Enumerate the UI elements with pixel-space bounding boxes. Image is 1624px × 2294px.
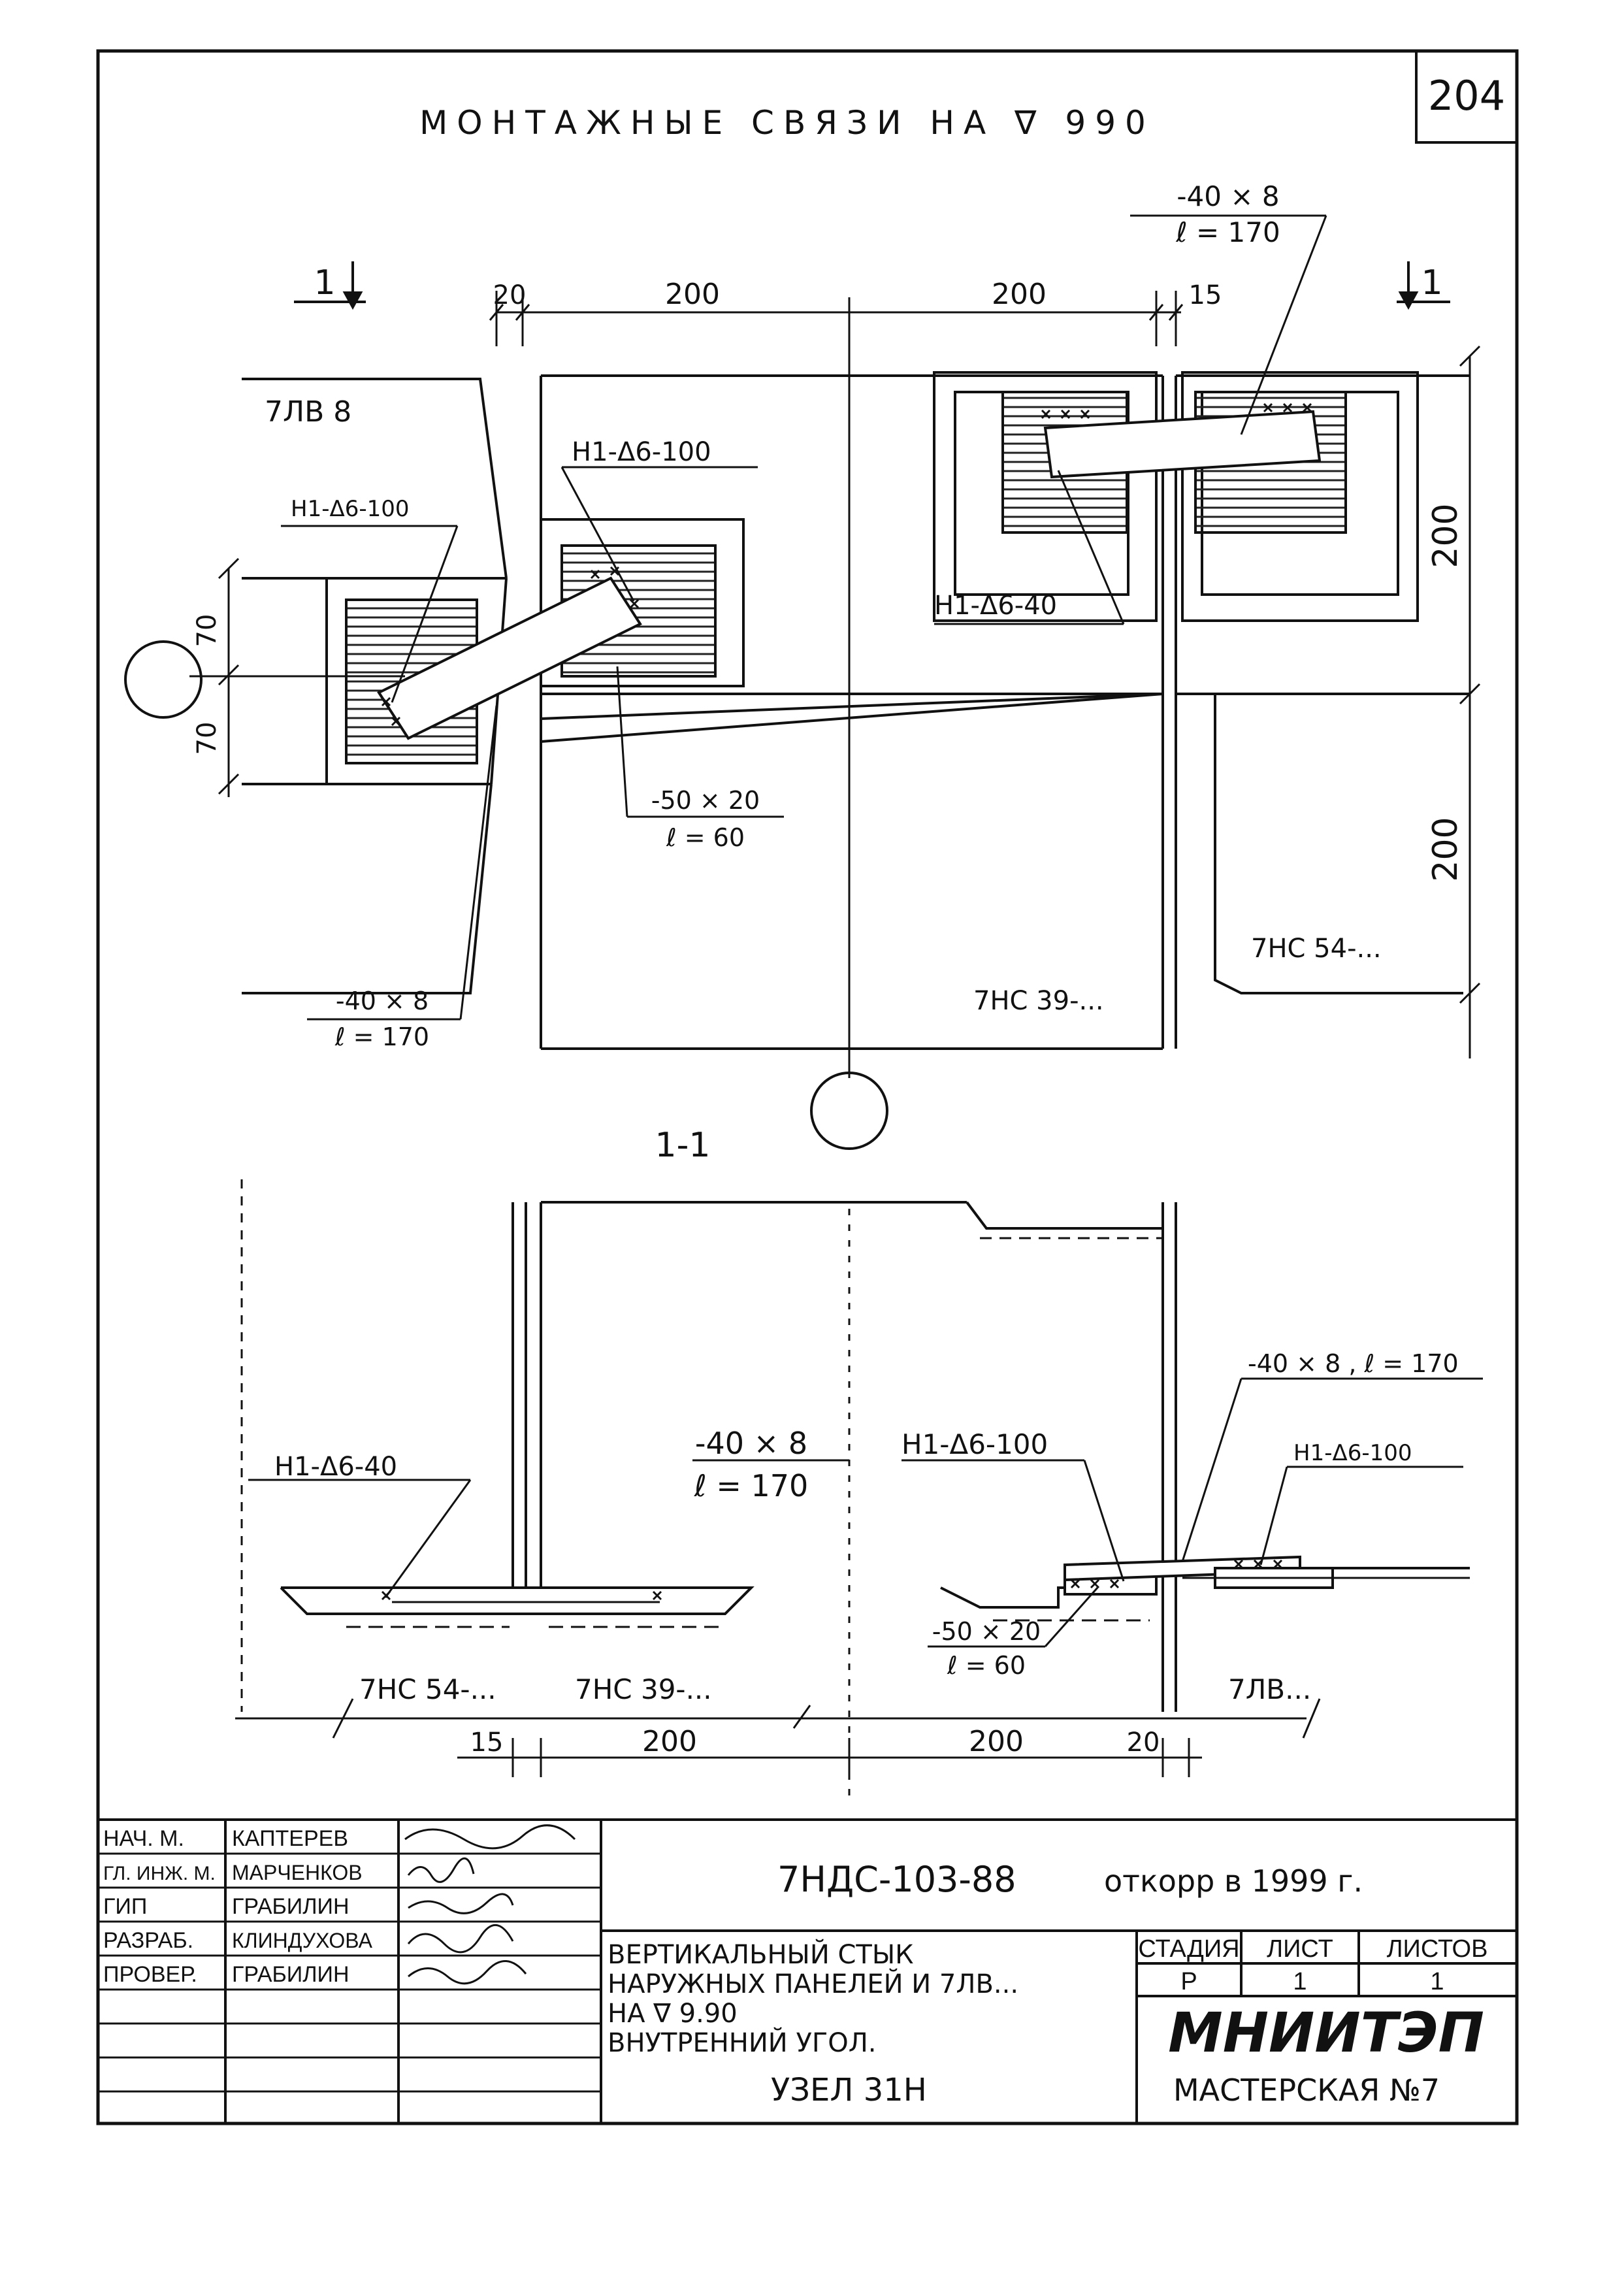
description-line-2: НАРУЖНЫХ ПАНЕЛЕЙ И 7ЛВ... [608, 1968, 1018, 1999]
section-label: 1-1 [655, 1126, 711, 1165]
role-1: НАЧ. М. [103, 1826, 184, 1851]
weld-left-label: Н1-Δ6-100 [291, 496, 410, 522]
section-panel-3: 7ЛВ... [1228, 1673, 1311, 1705]
section-dim-3: 200 [969, 1725, 1024, 1758]
section-mark-left [294, 261, 366, 310]
dimension-right [1459, 345, 1481, 1058]
section-dim-4: 20 [1127, 1728, 1160, 1758]
section-plate-mid-line2: ℓ = 170 [694, 1468, 809, 1503]
sheet-value: 1 [1293, 1968, 1307, 1995]
weld-center-label: Н1-Δ6-100 [572, 437, 711, 467]
plate-left-line1: -40 × 8 [336, 987, 429, 1015]
plate-left-line2: ℓ = 170 [334, 1023, 429, 1051]
section-dim-1: 15 [470, 1728, 504, 1758]
description-line-3: НА ∇ 9.90 [608, 1999, 738, 2029]
node-label: УЗЕЛ 31Н [771, 2072, 927, 2108]
panel-left-label: 7ЛВ 8 [265, 395, 351, 429]
section-weld-right-label: Н1-Δ6-100 [1293, 1440, 1412, 1466]
name-5: ГРАБИЛИН [232, 1962, 349, 1987]
role-2: ГЛ. ИНЖ. М. [103, 1863, 216, 1884]
plate-top-rect [1043, 410, 1322, 479]
panel-center-outline [540, 374, 1164, 1050]
sheet-header: ЛИСТ [1267, 1935, 1333, 1963]
section-mark-right-number: 1 [1421, 263, 1442, 303]
section-panel-2: 7НС 39-... [575, 1673, 712, 1705]
dim-top-4: 15 [1189, 280, 1222, 310]
dimension-left [189, 557, 405, 797]
section-mark-left-number: 1 [314, 263, 335, 303]
dim-top-1: 20 [493, 280, 527, 310]
plate-center-line2: ℓ = 60 [666, 823, 745, 852]
dim-left-2: 70 [192, 722, 222, 755]
name-1: КАПТЕРЕВ [232, 1826, 348, 1851]
plate-top-line1: -40 × 8 [1177, 180, 1279, 212]
workshop-name: МАСТЕРСКАЯ №7 [1173, 2073, 1440, 2108]
organization-name: МНИИТЭП [1168, 2001, 1484, 2065]
title-block [98, 1818, 1517, 2123]
section-mark-right [1397, 261, 1450, 310]
name-4: КЛИНДУХОВА [232, 1929, 373, 1952]
weld-right-label: Н1-Δ6-40 [934, 591, 1057, 621]
section-plate-right-label: -40 × 8 , ℓ = 170 [1248, 1349, 1459, 1378]
embedded-plate-right-a [933, 371, 1158, 622]
role-5: ПРОВЕР. [103, 1962, 197, 1987]
plate-top-line2: ℓ = 170 [1175, 216, 1280, 248]
section-weld-mid-label: Н1-Δ6-100 [901, 1428, 1048, 1460]
section-plate-low-line2: ℓ = 60 [947, 1651, 1026, 1680]
panel-right-label: 7НС 54-... [1251, 934, 1382, 964]
leader-lines-plan [281, 214, 1327, 1021]
sheet-frame [96, 49, 1519, 2125]
name-2: МАРЧЕНКОВ [232, 1861, 363, 1884]
sheets-value: 1 [1430, 1968, 1444, 1995]
project-code: 7НДС-103-88 [777, 1859, 1016, 1900]
stage-value: Р [1180, 1968, 1197, 1995]
correction-note: откорр в 1999 г. [1104, 1863, 1363, 1899]
name-3: ГРАБИЛИН [232, 1894, 349, 1919]
dimension-top [489, 291, 1184, 346]
embedded-plate-right-b [1181, 371, 1419, 622]
role-3: ГИП [103, 1894, 147, 1919]
dim-top-2: 200 [665, 278, 720, 311]
section-weld-left-label: Н1-Δ6-40 [274, 1452, 397, 1482]
section-panel-1: 7НС 54-... [359, 1673, 496, 1705]
axis-marker-left [124, 640, 203, 719]
dim-right-2: 200 [1426, 817, 1465, 881]
section-dim-2: 200 [642, 1725, 697, 1758]
section-view [235, 1179, 1483, 1803]
panel-center-label: 7НС 39-... [973, 986, 1104, 1016]
sheet-number: 204 [1428, 72, 1505, 120]
plan-view [124, 214, 1481, 1150]
dim-left-1: 70 [192, 614, 222, 647]
role-4: РАЗРАБ. [103, 1928, 193, 1953]
signatures [404, 1824, 576, 1985]
dim-right-1: 200 [1426, 503, 1465, 568]
description-line-1: ВЕРТИКАЛЬНЫЙ СТЫК [608, 1939, 914, 1970]
panel-right-outline [1175, 374, 1470, 1049]
sheet-title: МОНТАЖНЫЕ СВЯЗИ НА ∇ 990 [419, 104, 1155, 142]
dim-top-3: 200 [992, 278, 1047, 311]
stage-header: СТАДИЯ [1138, 1935, 1239, 1963]
description-line-4: ВНУТРЕННИЙ УГОЛ. [608, 2027, 876, 2058]
axis-marker-bottom [810, 1072, 888, 1150]
plate-center-line1: -50 × 20 [651, 786, 760, 815]
section-plate-mid-line1: -40 × 8 [695, 1426, 807, 1461]
panel-left-outline [242, 378, 508, 994]
section-plate-low-line1: -50 × 20 [932, 1617, 1041, 1646]
weld-marks-plan [381, 402, 1312, 727]
sheets-header: ЛИСТОВ [1387, 1935, 1488, 1963]
